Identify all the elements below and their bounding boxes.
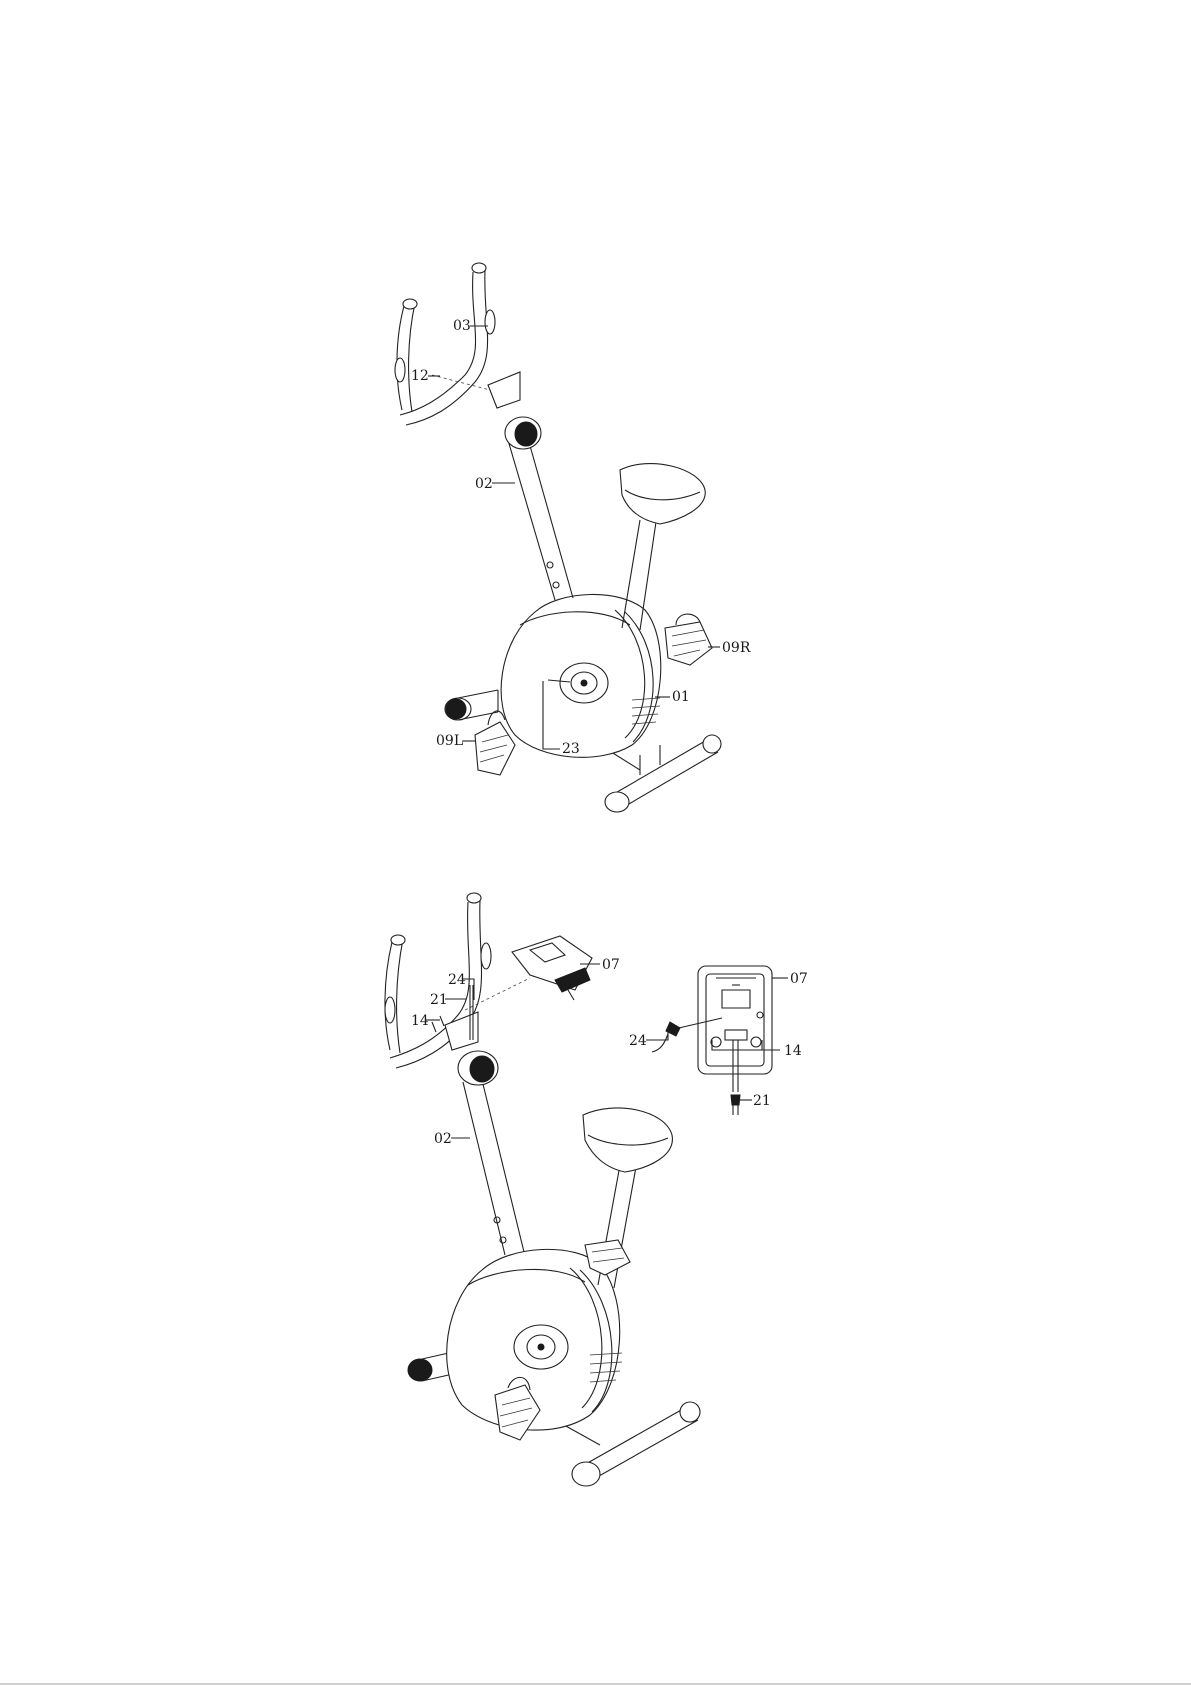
callout-01: 01 (672, 689, 690, 705)
callout-07: 07 (602, 957, 620, 973)
callout-09L: 09L (436, 733, 463, 749)
callout-24: 24 (448, 972, 466, 988)
main-frame-01 (501, 594, 661, 757)
callout-12: 12 (411, 368, 429, 384)
callout-09R: 09R (722, 640, 751, 656)
pedal-09R (665, 614, 712, 665)
callout-14: 14 (411, 1013, 429, 1029)
handlebar-post-2 (463, 1080, 524, 1255)
callout-03: 03 (453, 318, 471, 334)
detail-callout-21: 21 (753, 1093, 771, 1109)
callout-23: 23 (562, 741, 580, 757)
callout-02-second: 02 (434, 1131, 452, 1147)
callout-21: 21 (430, 992, 448, 1008)
handlebar-03 (395, 263, 520, 425)
diagram-2-exercise-bike: 07 24 21 14 02 (385, 893, 700, 1486)
detail-callout-14: 14 (784, 1043, 802, 1059)
diagram-1-exercise-bike: 03 12 02 09R 01 09L 23 (395, 263, 751, 812)
tension-knob-2 (458, 1051, 498, 1085)
tension-knob (505, 417, 541, 449)
handlebar-2 (385, 893, 491, 1068)
detail-callout-07: 07 (790, 971, 808, 987)
detail-callout-24: 24 (629, 1033, 647, 1049)
console-back-detail: 07 24 14 21 (629, 966, 808, 1115)
handlebar-post-02 (505, 423, 573, 600)
callout-02: 02 (475, 476, 493, 492)
rear-stabilizer (445, 690, 498, 720)
